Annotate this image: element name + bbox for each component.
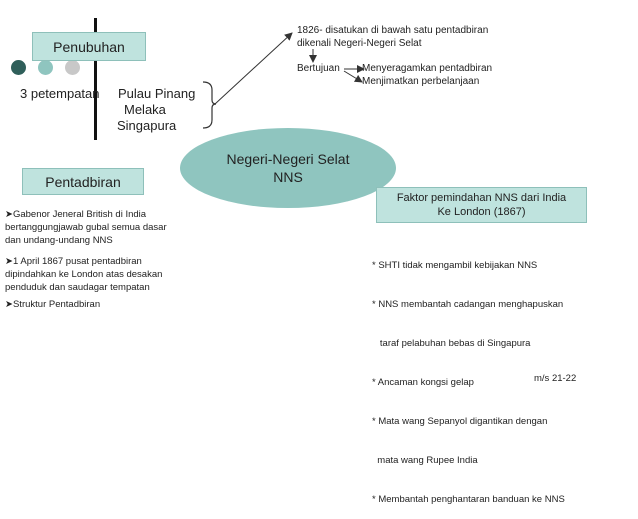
penubuhan-box: Penubuhan xyxy=(32,32,146,61)
point-1-line: dan undang-undang NNS xyxy=(5,235,113,246)
page-reference: m/s 21-22 xyxy=(534,373,577,384)
place-singapura: Singapura xyxy=(117,118,177,133)
faktor-item: * Ancaman kongsi gelap xyxy=(372,377,474,388)
note-line-1: 1826- disatukan di bawah satu pentadbira… xyxy=(297,25,489,36)
faktor-item: * SHTI tidak mengambil kebijakan NNS xyxy=(372,260,538,271)
decor-dot-teal xyxy=(38,60,53,75)
faktor-item: taraf pelabuhan bebas di Singapura xyxy=(372,338,531,349)
point-1-line: bertanggungjawab gubal semua dasar xyxy=(5,222,167,233)
faktor-title-1: Faktor pemindahan NNS dari India xyxy=(396,192,567,204)
point-1-line: ➤Gabenor Jeneral British di India xyxy=(5,209,147,220)
aim-2: Menjimatkan perbelanjaan xyxy=(362,76,480,87)
faktor-item: mata wang Rupee India xyxy=(372,455,478,466)
tujuan-label: Bertujuan xyxy=(297,63,340,74)
point-2-line: ➤1 April 1867 pusat pentadbiran xyxy=(5,256,142,267)
pentadbiran-title: Pentadbiran xyxy=(45,173,121,190)
decor-line-right xyxy=(94,60,97,140)
pentadbiran-point-3: ➤Struktur Pentadbiran xyxy=(5,298,200,311)
decor-dot-gray xyxy=(65,60,80,75)
aim-1: Menyeragamkan pentadbiran xyxy=(362,63,493,74)
point-3-line: ➤Struktur Pentadbiran xyxy=(5,299,101,310)
faktor-title-2: Ke London (1867) xyxy=(437,206,526,218)
place-melaka: Melaka xyxy=(124,102,166,117)
decor-dot-dark xyxy=(11,60,26,75)
faktor-item: * Membantah penghantaran banduan ke NNS xyxy=(372,494,565,505)
penubuhan-title: Penubuhan xyxy=(53,38,125,55)
note-line-2: dikenali Negeri-Negeri Selat xyxy=(297,38,422,49)
connector-lines xyxy=(202,32,365,129)
center-line-1: Negeri-Negeri Selat xyxy=(226,151,350,167)
pentadbiran-point-1: ➤Gabenor Jeneral British di India bertan… xyxy=(5,208,200,247)
place-pulau-pinang: Pulau Pinang xyxy=(118,86,196,101)
center-ellipse: Negeri-Negeri Selat NNS xyxy=(180,128,396,208)
faktor-item: * Mata wang Sepanyol digantikan dengan xyxy=(372,416,548,427)
center-line-2: NNS xyxy=(273,169,303,185)
pentadbiran-box: Pentadbiran xyxy=(22,168,144,195)
pentadbiran-point-2: ➤1 April 1867 pusat pentadbiran dipindah… xyxy=(5,255,200,294)
faktor-box: Faktor pemindahan NNS dari India Ke Lond… xyxy=(376,187,587,223)
penubuhan-lead: 3 petempatan xyxy=(20,86,100,101)
point-2-line: penduduk dan saudagar tempatan xyxy=(5,282,150,293)
faktor-item: * NNS membantah cadangan menghapuskan xyxy=(372,299,564,310)
point-2-line: dipindahkan ke London atas desakan xyxy=(5,269,163,280)
faktor-list: * SHTI tidak mengambil kebijakan NNS * N… xyxy=(372,233,632,519)
